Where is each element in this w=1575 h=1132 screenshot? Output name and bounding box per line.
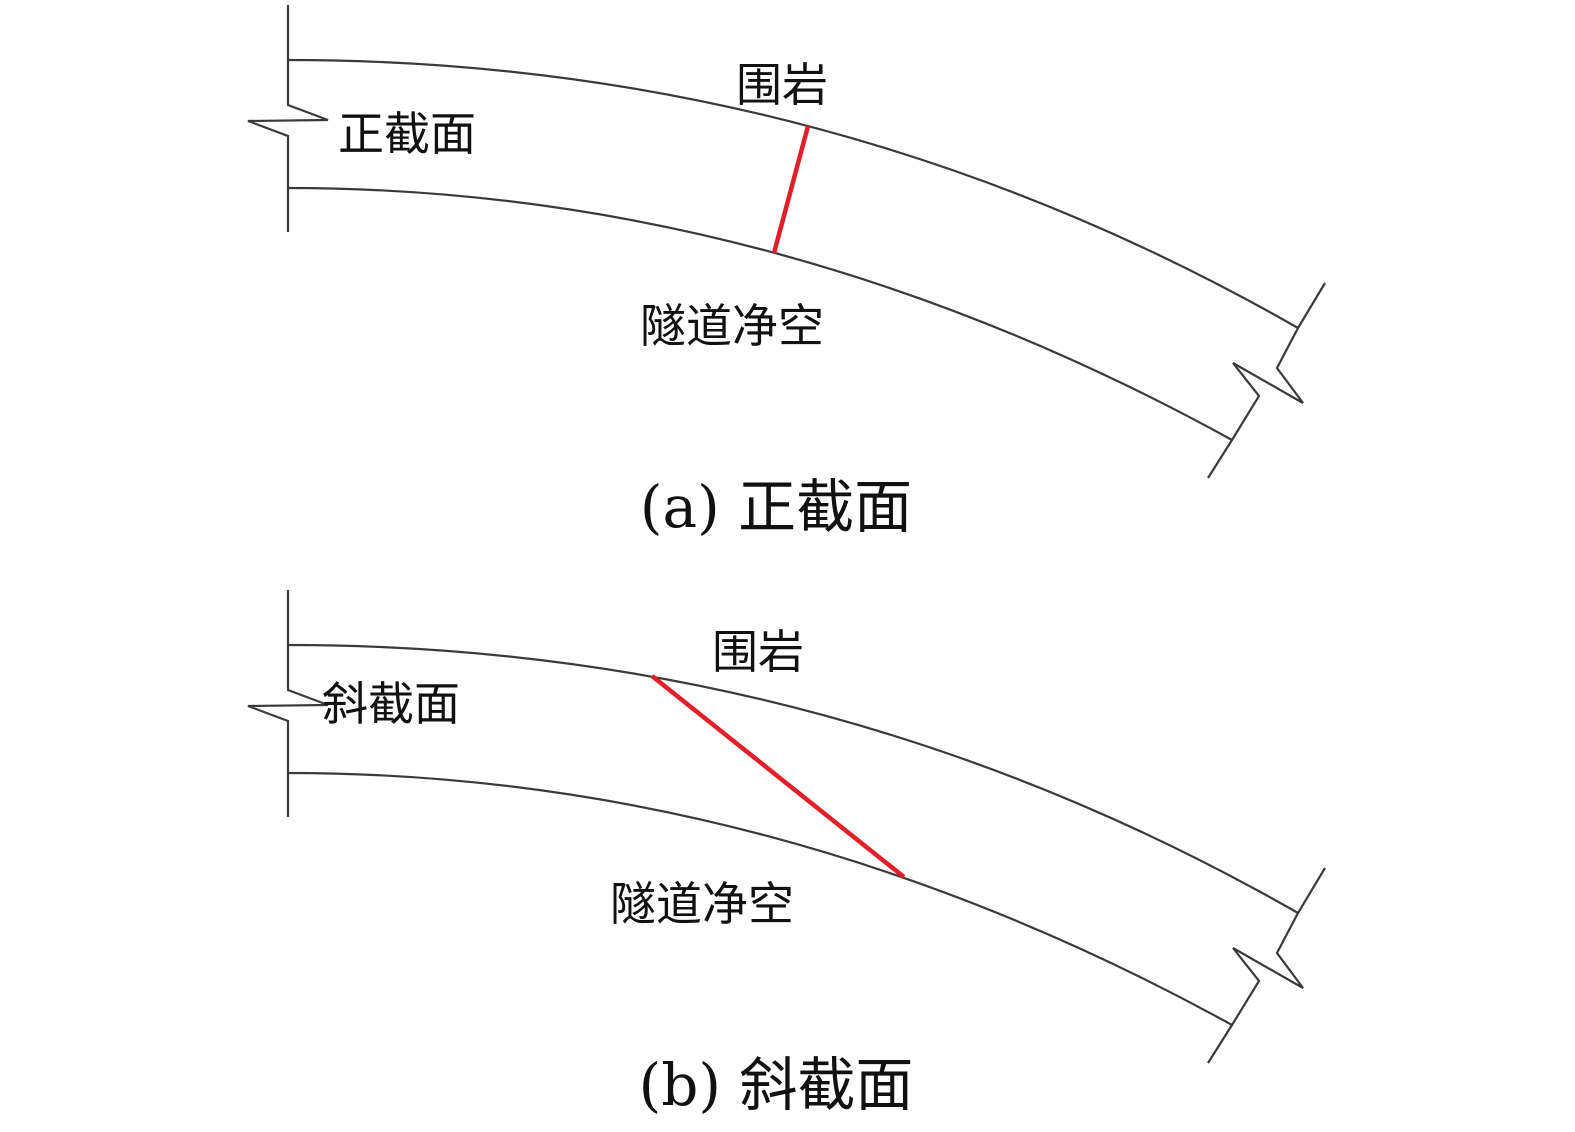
right-break-line [1207,867,1326,1064]
caption-a: (a) 正截面 [640,473,912,541]
rock-boundary-curve [287,58,1299,329]
normal-section-line [771,125,811,254]
rock-boundary-curve [287,643,1299,914]
clearance-label: 隧道净空 [610,877,794,931]
section-label: 正截面 [338,107,476,161]
caption-b: (b) 斜截面 [639,1051,914,1119]
rock-label: 围岩 [712,625,804,679]
tunnel-clearance-curve [287,186,1233,441]
panel-b: 围岩 斜截面 隧道净空 (b) 斜截面 [247,590,1326,1119]
rock-label: 围岩 [736,58,828,112]
oblique-section-line [650,674,906,879]
tunnel-clearance-curve [287,771,1233,1026]
section-label: 斜截面 [322,677,460,731]
panel-a: 围岩 正截面 隧道净空 (a) 正截面 [247,5,1326,541]
right-break-line [1207,282,1326,479]
left-break-line [247,5,329,232]
left-break-line [247,590,329,817]
clearance-label: 隧道净空 [640,299,824,353]
